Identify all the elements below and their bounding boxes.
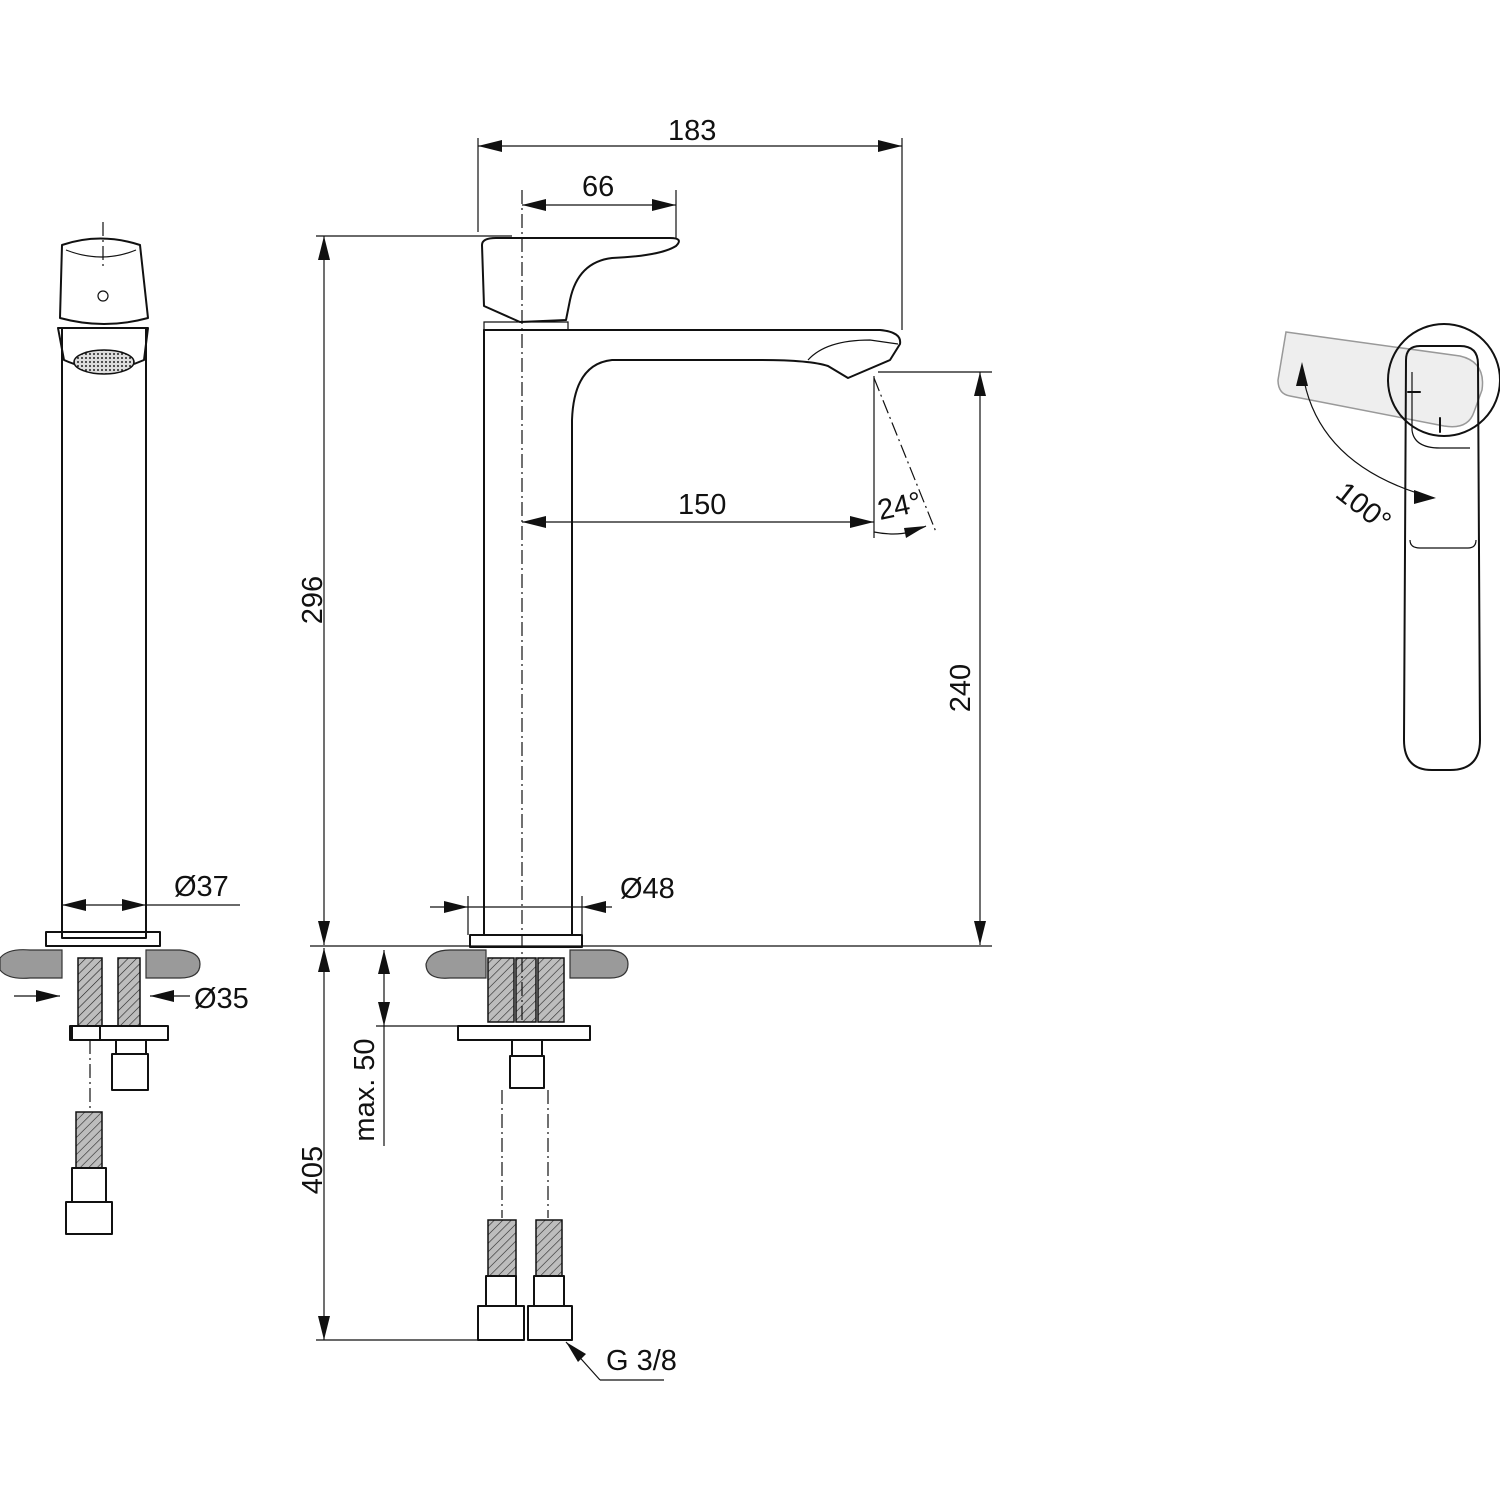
dim-reach: 150 bbox=[678, 489, 726, 521]
dim-lever-offset: 66 bbox=[582, 171, 614, 203]
top-view: 100° bbox=[1277, 323, 1500, 771]
front-lever bbox=[59, 237, 149, 325]
side-handle bbox=[481, 237, 680, 323]
dim-height-total: 296 bbox=[297, 576, 329, 624]
front-view: Ø37 Ø35 bbox=[0, 222, 249, 1235]
countertop-center-left bbox=[425, 949, 487, 979]
dim-dia-hole: Ø35 bbox=[194, 983, 249, 1015]
dim-dia-body: Ø48 bbox=[620, 873, 675, 905]
dim-handle-angle: 100° bbox=[1330, 476, 1397, 538]
top-spout bbox=[1403, 345, 1481, 771]
front-body bbox=[61, 327, 147, 939]
indicator-dot bbox=[97, 290, 109, 302]
countertop-center-right bbox=[569, 949, 629, 979]
dim-width-total: 183 bbox=[668, 115, 716, 147]
side-spout bbox=[483, 329, 902, 936]
top-base-circle bbox=[1387, 323, 1500, 437]
dim-angle-spout: 24° bbox=[875, 486, 925, 526]
dim-max-thickness: max. 50 bbox=[349, 1038, 381, 1141]
countertop-left bbox=[0, 949, 63, 979]
dim-height-outlet: 240 bbox=[945, 664, 977, 712]
dim-hose-length: 405 bbox=[297, 1146, 329, 1194]
aerator bbox=[73, 349, 135, 375]
dim-connection: G 3/8 bbox=[606, 1345, 677, 1377]
countertop-right bbox=[145, 949, 201, 979]
side-view: 183 66 150 24° 296 240 bbox=[297, 115, 992, 1381]
dim-dia-front: Ø37 bbox=[174, 871, 229, 903]
